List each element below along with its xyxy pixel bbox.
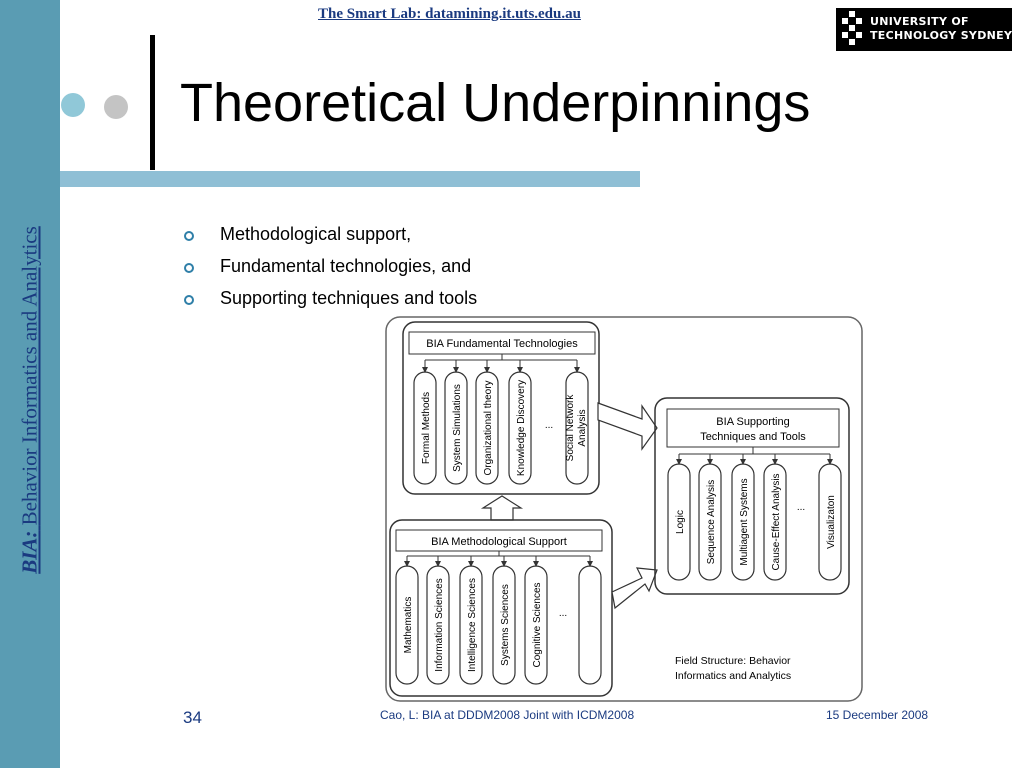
pill-knowledge-discovery <box>508 371 532 485</box>
title-underline-bar <box>60 171 640 187</box>
diagram-caption-line2: Informatics and Analytics <box>675 670 791 682</box>
bullet-list: Methodological support, Fundamental tech… <box>184 222 477 318</box>
page-number: 34 <box>183 708 202 727</box>
label-social-network: Social Network <box>565 394 576 462</box>
header-link[interactable]: The Smart Lab: datamining.it.uts.edu.au <box>318 6 581 22</box>
pill-intelligence-sciences <box>459 565 483 685</box>
pill-logic <box>667 463 691 581</box>
label-organizational-theory: Organizational theory <box>483 380 494 475</box>
pill-information-sciences <box>426 565 450 685</box>
label-intelligence-sciences: Intelligence Sciences <box>467 578 478 672</box>
up-arrow <box>480 495 524 521</box>
slide-title: Theoretical Underpinnings <box>180 73 811 133</box>
diagram-frame <box>385 316 863 702</box>
sidebar-title-text[interactable]: BIA: Behavior Informatics and Analytics <box>18 226 43 574</box>
logo-line1: UNIVERSITY OF <box>870 15 969 28</box>
bia-field-structure-diagram: BIA Fundamental Technologies Formal Meth… <box>385 316 863 702</box>
sidebar-prefix: BIA: <box>17 530 42 574</box>
methodological-group: BIA Methodological Support Mathematics I… <box>389 519 613 697</box>
pill-mathematics <box>395 565 419 685</box>
pill-social-sciences <box>578 565 602 685</box>
bullet-text: Methodological support, <box>220 224 412 244</box>
label-systems-sciences: Systems Sciences <box>500 584 511 666</box>
right-arrow-upper <box>597 402 658 451</box>
pill-systems-sciences <box>492 565 516 685</box>
fundamental-group: BIA Fundamental Technologies Formal Meth… <box>402 321 600 495</box>
supporting-ellipsis: ... <box>797 502 805 513</box>
pill-sequence-analysis <box>698 463 722 581</box>
label-formal-methods: Formal Methods <box>421 392 432 464</box>
logo-line2: TECHNOLOGY SYDNEY <box>870 29 1013 42</box>
bullet-text: Supporting techniques and tools <box>220 288 478 308</box>
label-cognitive-sciences: Cognitive Sciences <box>532 582 543 667</box>
label-analysis: Analysis <box>577 409 588 446</box>
bullet-text: Fundamental technologies, and <box>220 256 472 276</box>
sidebar-title: BIA: Behavior Informatics and Analytics <box>0 0 60 768</box>
bullet-icon <box>184 231 194 241</box>
label-logic: Logic <box>675 510 686 534</box>
uts-emblem-icon <box>842 11 862 45</box>
pill-system-simulations <box>444 371 468 485</box>
label-system-simulations: System Simulations <box>452 384 463 472</box>
pill-social-network-analysis <box>565 371 589 485</box>
sidebar-label: Behavior Informatics and Analytics <box>17 226 42 526</box>
label-mathematics: Mathematics <box>403 597 414 654</box>
diagram-caption-line1: Field Structure: Behavior <box>675 655 791 667</box>
bullet-item: Fundamental technologies, and <box>184 254 477 286</box>
label-information-sciences: Information Sciences <box>434 578 445 671</box>
pill-organizational-theory <box>475 371 499 485</box>
footer-date: 15 December 2008 <box>826 708 929 722</box>
pill-visualization <box>818 463 842 581</box>
supporting-group: BIA Supporting Techniques and Tools Logi… <box>654 397 850 595</box>
label-cause-effect-analysis: Cause-Effect Analysis <box>771 473 782 570</box>
label-knowledge-discovery: Knowledge Discovery <box>516 380 527 476</box>
title-divider <box>150 35 155 170</box>
bullet-icon <box>184 263 194 273</box>
methodological-title: BIA Methodological Support <box>431 536 567 548</box>
supporting-title-line1: BIA Supporting <box>716 416 789 428</box>
supporting-title-line2: Techniques and Tools <box>700 431 806 443</box>
decor-dot-grey <box>104 95 128 119</box>
methodological-box <box>389 519 613 697</box>
label-multiagent-systems: Multiagent Systems <box>739 478 750 565</box>
uts-logo: UNIVERSITY OF TECHNOLOGY SYDNEY <box>836 8 1012 51</box>
right-arrow-lower <box>611 567 658 610</box>
fundamental-ellipsis: ... <box>545 420 553 431</box>
pill-cause-effect-analysis <box>763 463 787 581</box>
supporting-box <box>654 397 850 595</box>
pill-formal-methods <box>413 371 437 485</box>
bullet-item: Methodological support, <box>184 222 477 254</box>
label-visualization: Visualizaton <box>826 495 837 549</box>
methodological-ellipsis: ... <box>559 608 567 619</box>
pill-cognitive-sciences <box>524 565 548 685</box>
footer-center: Cao, L: BIA at DDDM2008 Joint with ICDM2… <box>380 708 635 722</box>
pill-multiagent-systems <box>731 463 755 581</box>
bullet-icon <box>184 295 194 305</box>
decor-dot-blue <box>61 93 85 117</box>
sidebar-band <box>0 0 60 768</box>
bullet-item: Supporting techniques and tools <box>184 286 477 318</box>
fundamental-title: BIA Fundamental Technologies <box>426 338 578 350</box>
label-sequence-analysis: Sequence Analysis <box>706 480 717 565</box>
